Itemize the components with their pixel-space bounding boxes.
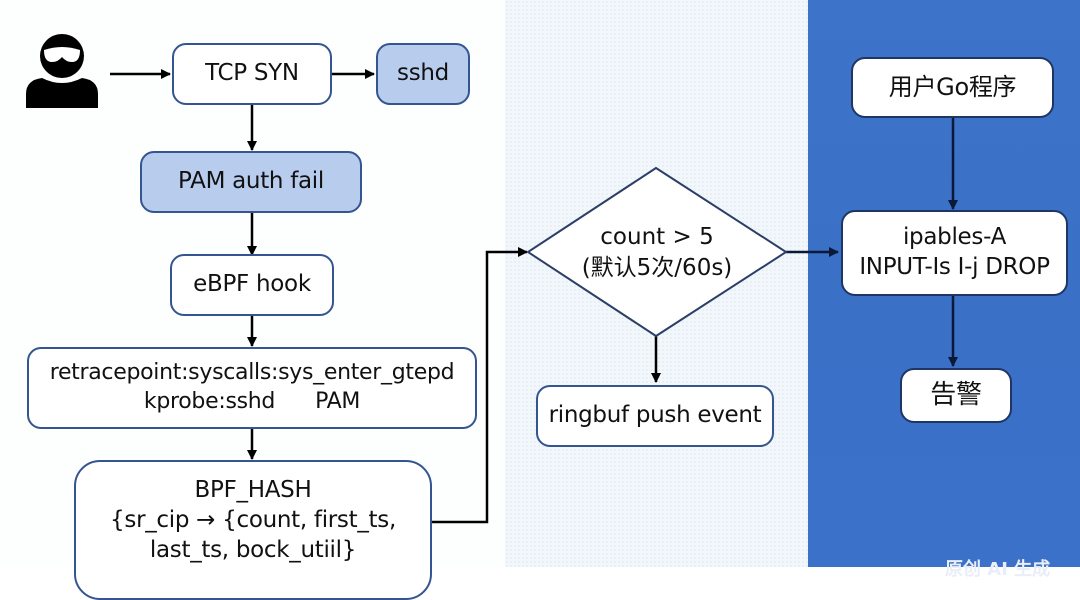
node-probes-line2: kprobe:sshd PAM xyxy=(144,388,360,417)
node-probes-kprobe: kprobe:sshd xyxy=(143,389,276,414)
node-sshd-label: sshd xyxy=(397,60,449,87)
decision-line2: (默认5次/60s) xyxy=(581,255,733,281)
node-tcp-syn[interactable]: TCP SYN xyxy=(172,43,332,105)
node-iptables-line1: ipables-A xyxy=(902,224,1007,251)
node-bpf-hash-line3: last_ts, bock_utiil} xyxy=(149,536,357,563)
decision-label: count > 5 (默认5次/60s) xyxy=(528,208,786,298)
node-tcp-syn-label: TCP SYN xyxy=(205,60,299,87)
node-bpf-hash-line1: BPF_HASH xyxy=(194,477,312,503)
node-iptables[interactable]: ipables-A INPUT-Is I-j DROP xyxy=(841,210,1068,296)
hacker-icon xyxy=(26,34,98,108)
node-alert-label: 告警 xyxy=(930,379,982,410)
node-probes-line1: retracepoint:syscalls:sys_enter_gtepd xyxy=(49,360,455,386)
node-probes[interactable]: retracepoint:syscalls:sys_enter_gtepd kp… xyxy=(27,347,477,429)
decision-line1: count > 5 xyxy=(600,223,714,250)
node-bpf-hash-line2: {sr_cip → {count, first_ts, xyxy=(110,506,396,533)
node-sshd[interactable]: sshd xyxy=(376,43,470,105)
node-bpf-hash[interactable]: BPF_HASH {sr_cip → {count, first_ts, las… xyxy=(74,460,432,600)
node-go-program[interactable]: 用户Go程序 xyxy=(851,57,1054,118)
node-alert[interactable]: 告警 xyxy=(900,368,1012,423)
node-iptables-line2: INPUT-Is I-j DROP xyxy=(859,254,1050,280)
node-ringbuf[interactable]: ringbuf push event xyxy=(536,385,774,447)
node-pam-auth-fail-label: PAM auth fail xyxy=(178,168,324,195)
watermark-text: 原创 AI 生成 xyxy=(945,559,1051,580)
node-go-program-label: 用户Go程序 xyxy=(888,72,1017,101)
node-probes-pam: PAM xyxy=(315,389,361,414)
node-ebpf-hook-label: eBPF hook xyxy=(193,271,311,298)
node-ringbuf-label: ringbuf push event xyxy=(548,402,762,429)
node-pam-auth-fail[interactable]: PAM auth fail xyxy=(140,151,362,213)
node-ebpf-hook[interactable]: eBPF hook xyxy=(170,254,334,316)
